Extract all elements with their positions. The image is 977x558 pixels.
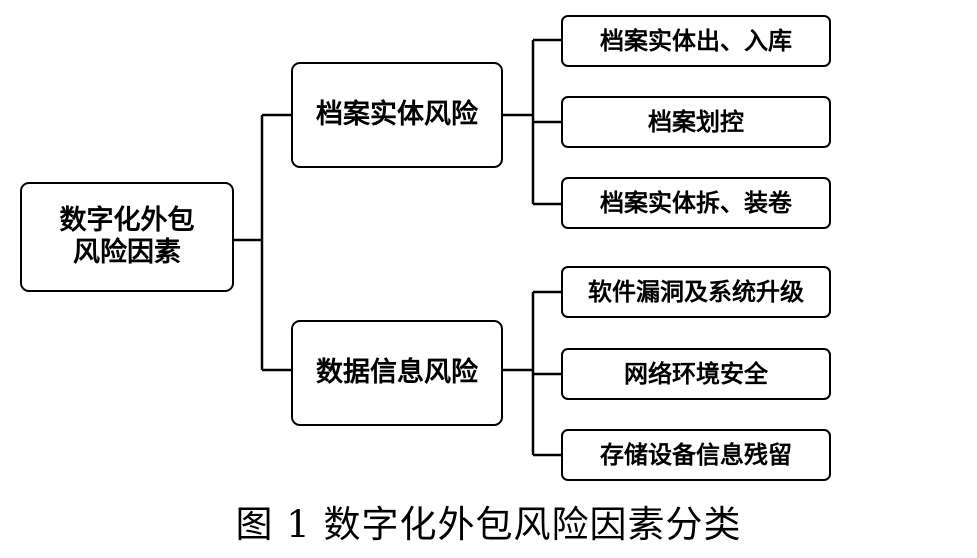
leaf-node-archive-binding: 档案实体拆、装卷 xyxy=(561,177,831,229)
leaf-node-archive-control: 档案划控 xyxy=(561,96,831,148)
leaf-node-storage-residue: 存储设备信息残留 xyxy=(561,429,831,481)
leaf-node-archive-in-out: 档案实体出、入库 xyxy=(561,15,831,67)
root-node: 数字化外包 风险因素 xyxy=(20,182,234,292)
branch-node-data-risk: 数据信息风险 xyxy=(291,320,503,426)
leaf-node-software-vulnerability: 软件漏洞及系统升级 xyxy=(561,266,831,318)
leaf-node-network-security: 网络环境安全 xyxy=(561,348,831,400)
figure-caption: 图 1 数字化外包风险因素分类 xyxy=(235,503,742,546)
branch-node-physical-risk: 档案实体风险 xyxy=(291,62,503,168)
root-node-line-1: 数字化外包 xyxy=(59,204,195,236)
root-node-line-2: 风险因素 xyxy=(73,237,181,268)
